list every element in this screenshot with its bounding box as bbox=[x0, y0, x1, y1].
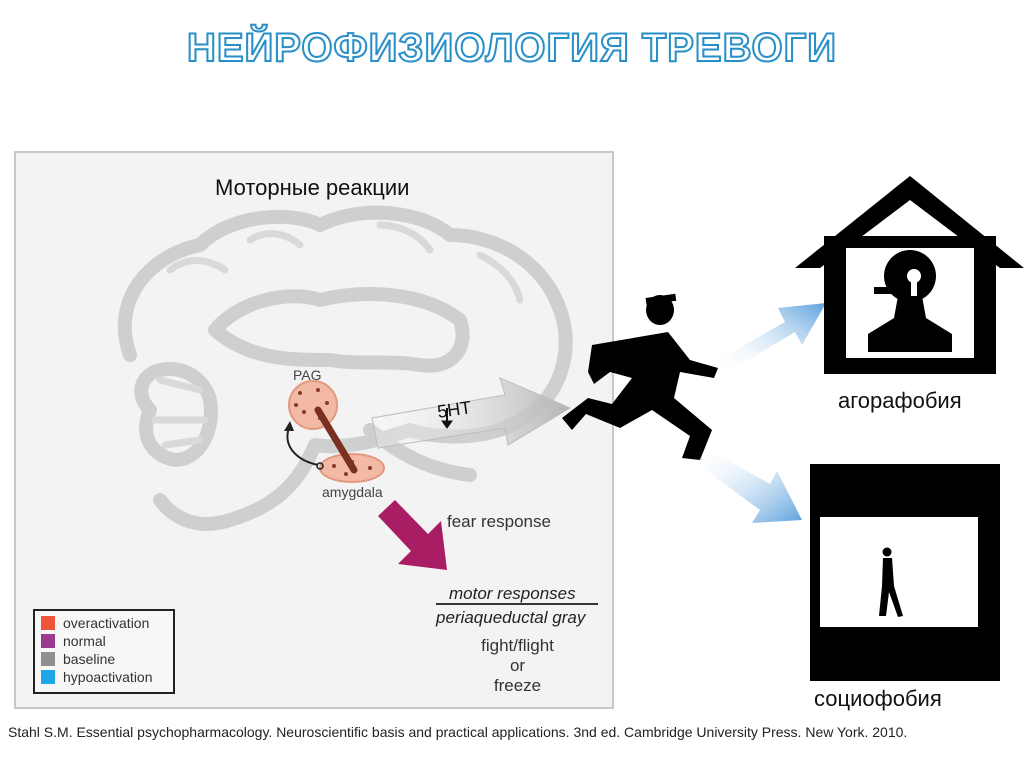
citation: Stahl S.M. Essential psychopharmacology.… bbox=[8, 724, 908, 740]
legend-item-hypoactivation: hypoactivation bbox=[41, 668, 167, 686]
pag-label: PAG bbox=[293, 367, 322, 383]
sociophobia-image bbox=[810, 464, 1000, 681]
panel-heading: Моторные реакции bbox=[215, 175, 410, 200]
motor-responses-label: motor responses bbox=[449, 584, 576, 603]
outcome-freeze: freeze bbox=[493, 676, 542, 695]
caption-agoraphobia: агорафобия bbox=[838, 388, 962, 413]
legend-item-overactivation: overactivation bbox=[41, 614, 167, 632]
blue-arrow-sociophobia bbox=[696, 448, 802, 523]
arrow-down-icon bbox=[441, 408, 453, 429]
legend-item-normal: normal bbox=[41, 632, 167, 650]
blue-arrow-agoraphobia bbox=[718, 303, 826, 372]
running-man-icon bbox=[562, 293, 718, 460]
outcome-fight-flight: fight/flight bbox=[481, 636, 554, 655]
legend-item-baseline: baseline bbox=[41, 650, 167, 668]
outcome-or: or bbox=[509, 656, 526, 675]
amygdala-label: amygdala bbox=[322, 484, 383, 500]
fear-response-label: fear response bbox=[447, 512, 551, 531]
brain-outline bbox=[117, 205, 573, 531]
legend: overactivation normal baseline hypoactiv… bbox=[33, 609, 175, 694]
slide-title: НЕЙРОФИЗИОЛОГИЯ ТРЕВОГИ bbox=[186, 25, 838, 71]
caption-sociophobia: социофобия bbox=[814, 686, 942, 711]
fear-response-arrow bbox=[378, 500, 447, 570]
walking-person-icon bbox=[879, 547, 903, 617]
outcomes-label: fight/flight or freeze bbox=[470, 636, 565, 696]
house-icon bbox=[795, 176, 1024, 374]
periaqueductal-label: periaqueductal gray bbox=[436, 608, 586, 627]
serotonin-arrow bbox=[371, 377, 572, 449]
